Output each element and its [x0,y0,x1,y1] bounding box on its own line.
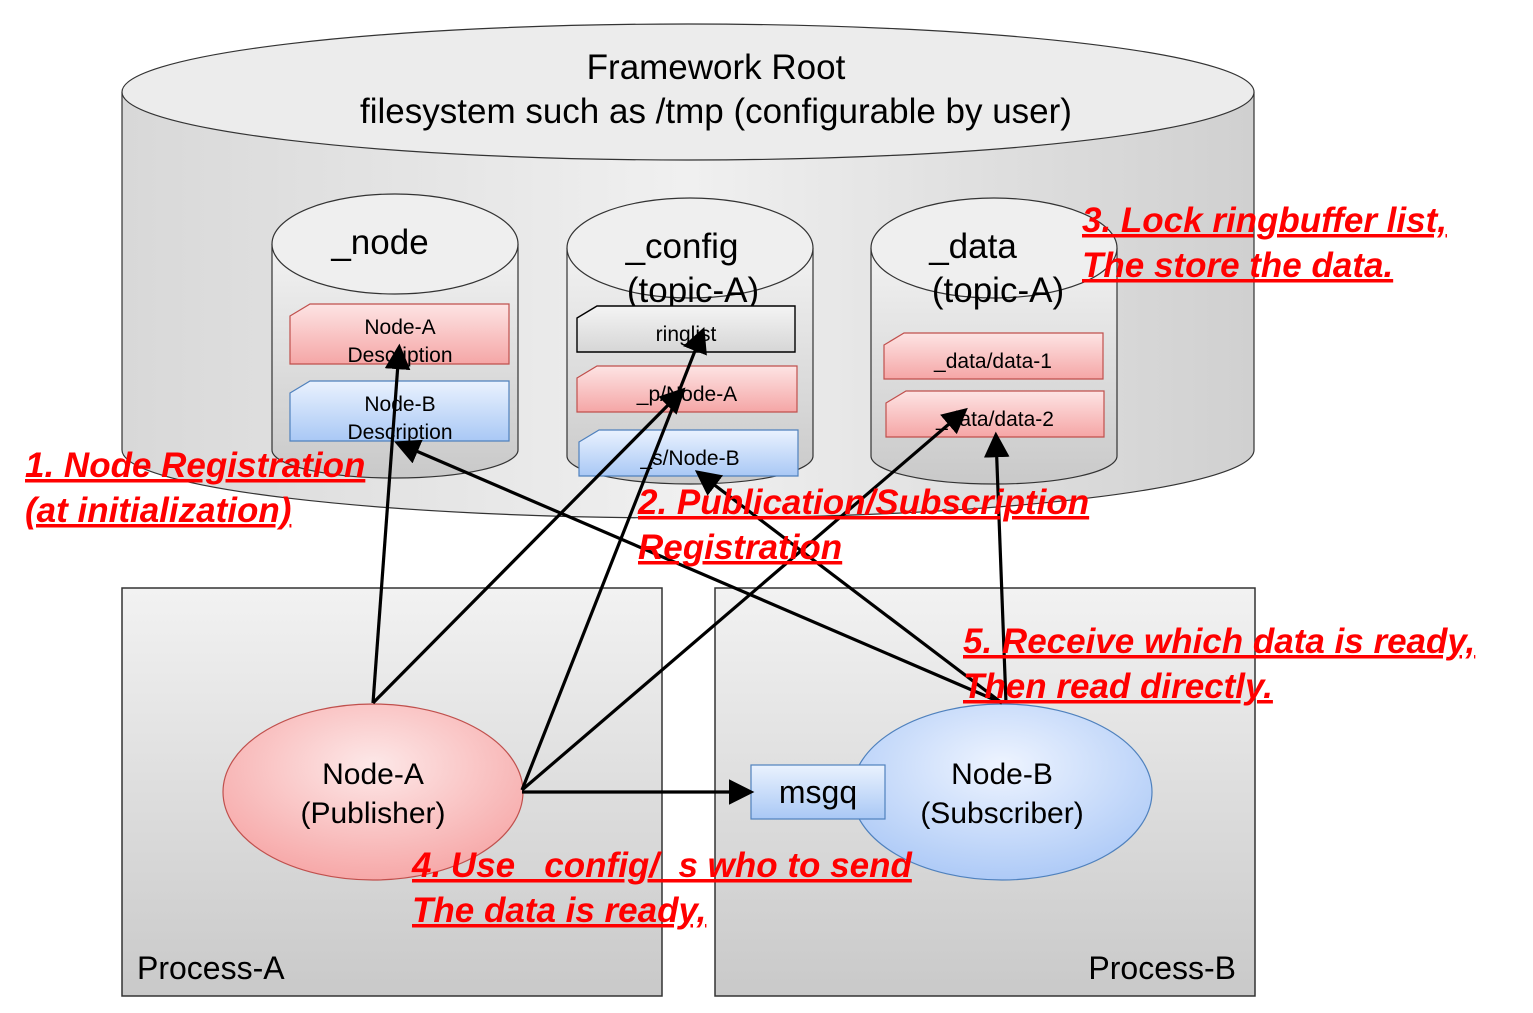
step-4-line1: 4. Use _config/_s who to send [411,846,912,885]
step-3-line2: The store the data. [1082,246,1393,285]
arrow-node-a-publication [371,387,686,705]
node-b-subscriber: Node-B (Subscriber) [851,703,1153,881]
doc-subscriber-label: _s/Node-B [639,447,739,470]
step-5-line2: Then read directly. [963,667,1273,706]
node-a-role: (Publisher) [300,797,445,830]
node-a-title: Node-A [322,758,424,791]
doc-data-2: _data/data-2 [885,390,1105,438]
doc-ringlist-label: ringlist [656,323,717,346]
arrow-node-b-subscription [694,470,1003,705]
node-a-publisher: Node-A (Publisher) [222,703,524,881]
step-annotations: 1. Node Registration (at initialization)… [25,201,1475,930]
step-2-line2: Registration [638,528,842,567]
msgq-label: msgq [779,774,857,810]
config-store-subtitle: (topic-A) [627,271,759,310]
arrow-node-b-register [394,439,1003,705]
step-5-line1: 5. Receive which data is ready, [963,622,1475,661]
arrow-node-a-store-data [520,407,968,792]
doc-data-1-label: _data/data-1 [933,350,1052,373]
arrow-node-b-read-data [983,431,1010,704]
data-store-subtitle: (topic-A) [932,271,1064,310]
doc-node-b-line2: Description [347,421,452,444]
arrow-node-a-register [371,343,411,704]
doc-node-a-line1: Node-A [364,316,435,339]
arrow-node-a-ringlist [520,327,707,791]
doc-data-1: _data/data-1 [883,332,1104,380]
step-2-line1: 2. Publication/Subscription [637,483,1089,522]
doc-node-b-description: Node-B Description [289,380,510,444]
root-subtitle: filesystem such as /tmp (configurable by… [360,92,1072,131]
node-b-role: (Subscriber) [920,797,1083,830]
data-store-title: _data [928,227,1017,266]
step-1-line1: 1. Node Registration [25,446,365,485]
node-b-title: Node-B [951,758,1053,791]
node-store-title: _node [330,223,428,262]
arrows [371,327,1010,805]
doc-subscriber-node-b: _s/Node-B [578,429,799,477]
doc-publisher-label: _p/Node-A [636,383,737,406]
msgq-box: msgq [750,764,886,820]
step-4-line2: The data is ready, [412,891,706,930]
root-title: Framework Root [587,48,846,87]
step-3-line1: 3. Lock ringbuffer list, [1082,201,1447,240]
process-b-label: Process-B [1088,950,1236,986]
doc-ringlist: ringlist [576,305,796,353]
config-store-title: _config [625,227,739,266]
step-1-line2: (at initialization) [25,491,291,530]
process-a-label: Process-A [137,950,285,986]
doc-node-b-line1: Node-B [364,393,435,416]
